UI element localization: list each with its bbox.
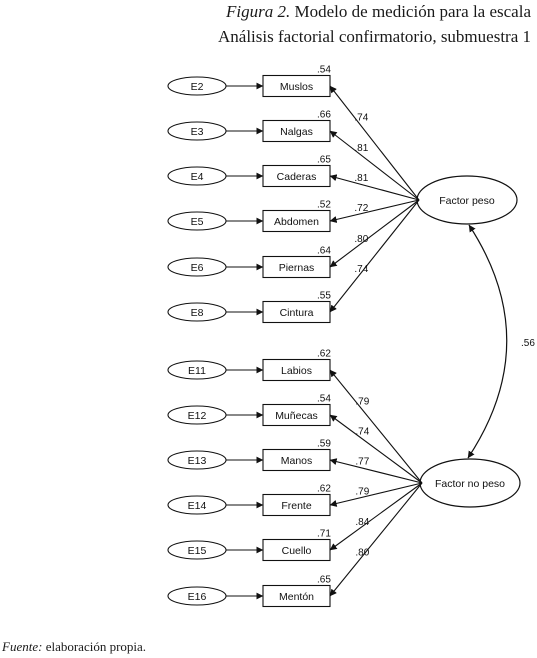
indicator-label: Caderas xyxy=(277,171,317,183)
error-label: E11 xyxy=(188,365,206,377)
indicator-label: Muñecas xyxy=(275,410,318,422)
figure-title-line-1: Figura 2. Modelo de medición para la esc… xyxy=(226,2,531,22)
r-squared-value: .54 xyxy=(317,65,331,76)
factor-loading-value: .79 xyxy=(355,487,369,498)
indicator-label: Cintura xyxy=(280,307,314,319)
factor-loading-value: .79 xyxy=(355,396,369,407)
r-squared-value: .62 xyxy=(317,484,331,495)
factor-loading-value: .80 xyxy=(355,548,369,559)
loading-arrow xyxy=(329,130,420,201)
error-label: E4 xyxy=(191,171,204,183)
source-label: Fuente xyxy=(2,639,39,654)
r-squared-value: .64 xyxy=(317,246,331,257)
factor-loading-value: .81 xyxy=(354,173,368,184)
r-squared-value: .65 xyxy=(317,575,331,586)
indicator-label: Cuello xyxy=(282,545,312,557)
loading-arrow xyxy=(329,482,423,507)
factor-loading-value: .74 xyxy=(354,264,368,275)
r-squared-value: .65 xyxy=(317,155,331,166)
error-label: E6 xyxy=(191,262,204,274)
indicator-label: Nalgas xyxy=(280,126,313,138)
loading-arrow xyxy=(329,414,423,484)
loading-arrow xyxy=(329,85,420,201)
error-label: E2 xyxy=(191,81,204,93)
loading-arrow xyxy=(329,199,420,268)
indicator-label: Manos xyxy=(281,455,313,467)
error-label: E16 xyxy=(188,591,207,603)
r-squared-value: .66 xyxy=(317,110,331,121)
error-label: E12 xyxy=(188,410,207,422)
r-squared-value: .71 xyxy=(317,529,331,540)
source-text: elaboración propia. xyxy=(45,639,147,654)
factor-nopeso-label: Factor no peso xyxy=(435,478,505,490)
factor-loading-value: .81 xyxy=(354,143,368,154)
figure-title: Modelo de medición para la escala xyxy=(294,2,531,21)
indicator-label: Muslos xyxy=(280,81,313,93)
indicator-label: Piernas xyxy=(279,262,315,274)
r-squared-value: .59 xyxy=(317,439,331,450)
error-label: E13 xyxy=(188,455,207,467)
source-note: Fuente: elaboración propia. xyxy=(2,639,147,654)
r-squared-value: .62 xyxy=(317,349,331,360)
factor-loading-value: .74 xyxy=(355,426,369,437)
loading-arrow xyxy=(329,482,423,551)
factor-correlation-value: .56 xyxy=(521,338,535,349)
error-label: E15 xyxy=(188,545,207,557)
error-label: E14 xyxy=(188,500,207,512)
factor-peso-label: Factor peso xyxy=(439,195,495,207)
error-label: E3 xyxy=(191,126,204,138)
indicator-label: Abdomen xyxy=(274,216,319,228)
loading-arrow xyxy=(329,369,423,484)
factor-correlation-arrow xyxy=(467,224,508,459)
factor-loading-value: .77 xyxy=(355,457,369,468)
factor-loading-value: .80 xyxy=(354,234,368,245)
error-label: E8 xyxy=(191,307,204,319)
loading-arrow xyxy=(329,199,420,313)
r-squared-value: .54 xyxy=(317,394,331,405)
loading-arrow xyxy=(329,199,420,223)
r-squared-value: .55 xyxy=(317,291,331,302)
loading-arrow xyxy=(329,482,423,597)
error-label: E5 xyxy=(191,216,204,228)
indicator-label: Mentón xyxy=(279,591,314,603)
loading-arrow xyxy=(329,458,423,484)
factor-loading-value: .84 xyxy=(355,517,369,528)
figure-label: Figura 2. xyxy=(226,2,291,21)
figure-subtitle: Análisis factorial confirmatorio, submue… xyxy=(218,27,531,46)
indicator-label: Labios xyxy=(281,365,312,377)
loading-arrow xyxy=(329,174,420,201)
factor-loading-value: .72 xyxy=(354,203,368,214)
factor-loading-value: .74 xyxy=(354,113,368,124)
indicator-label: Frente xyxy=(281,500,312,512)
r-squared-value: .52 xyxy=(317,200,331,211)
